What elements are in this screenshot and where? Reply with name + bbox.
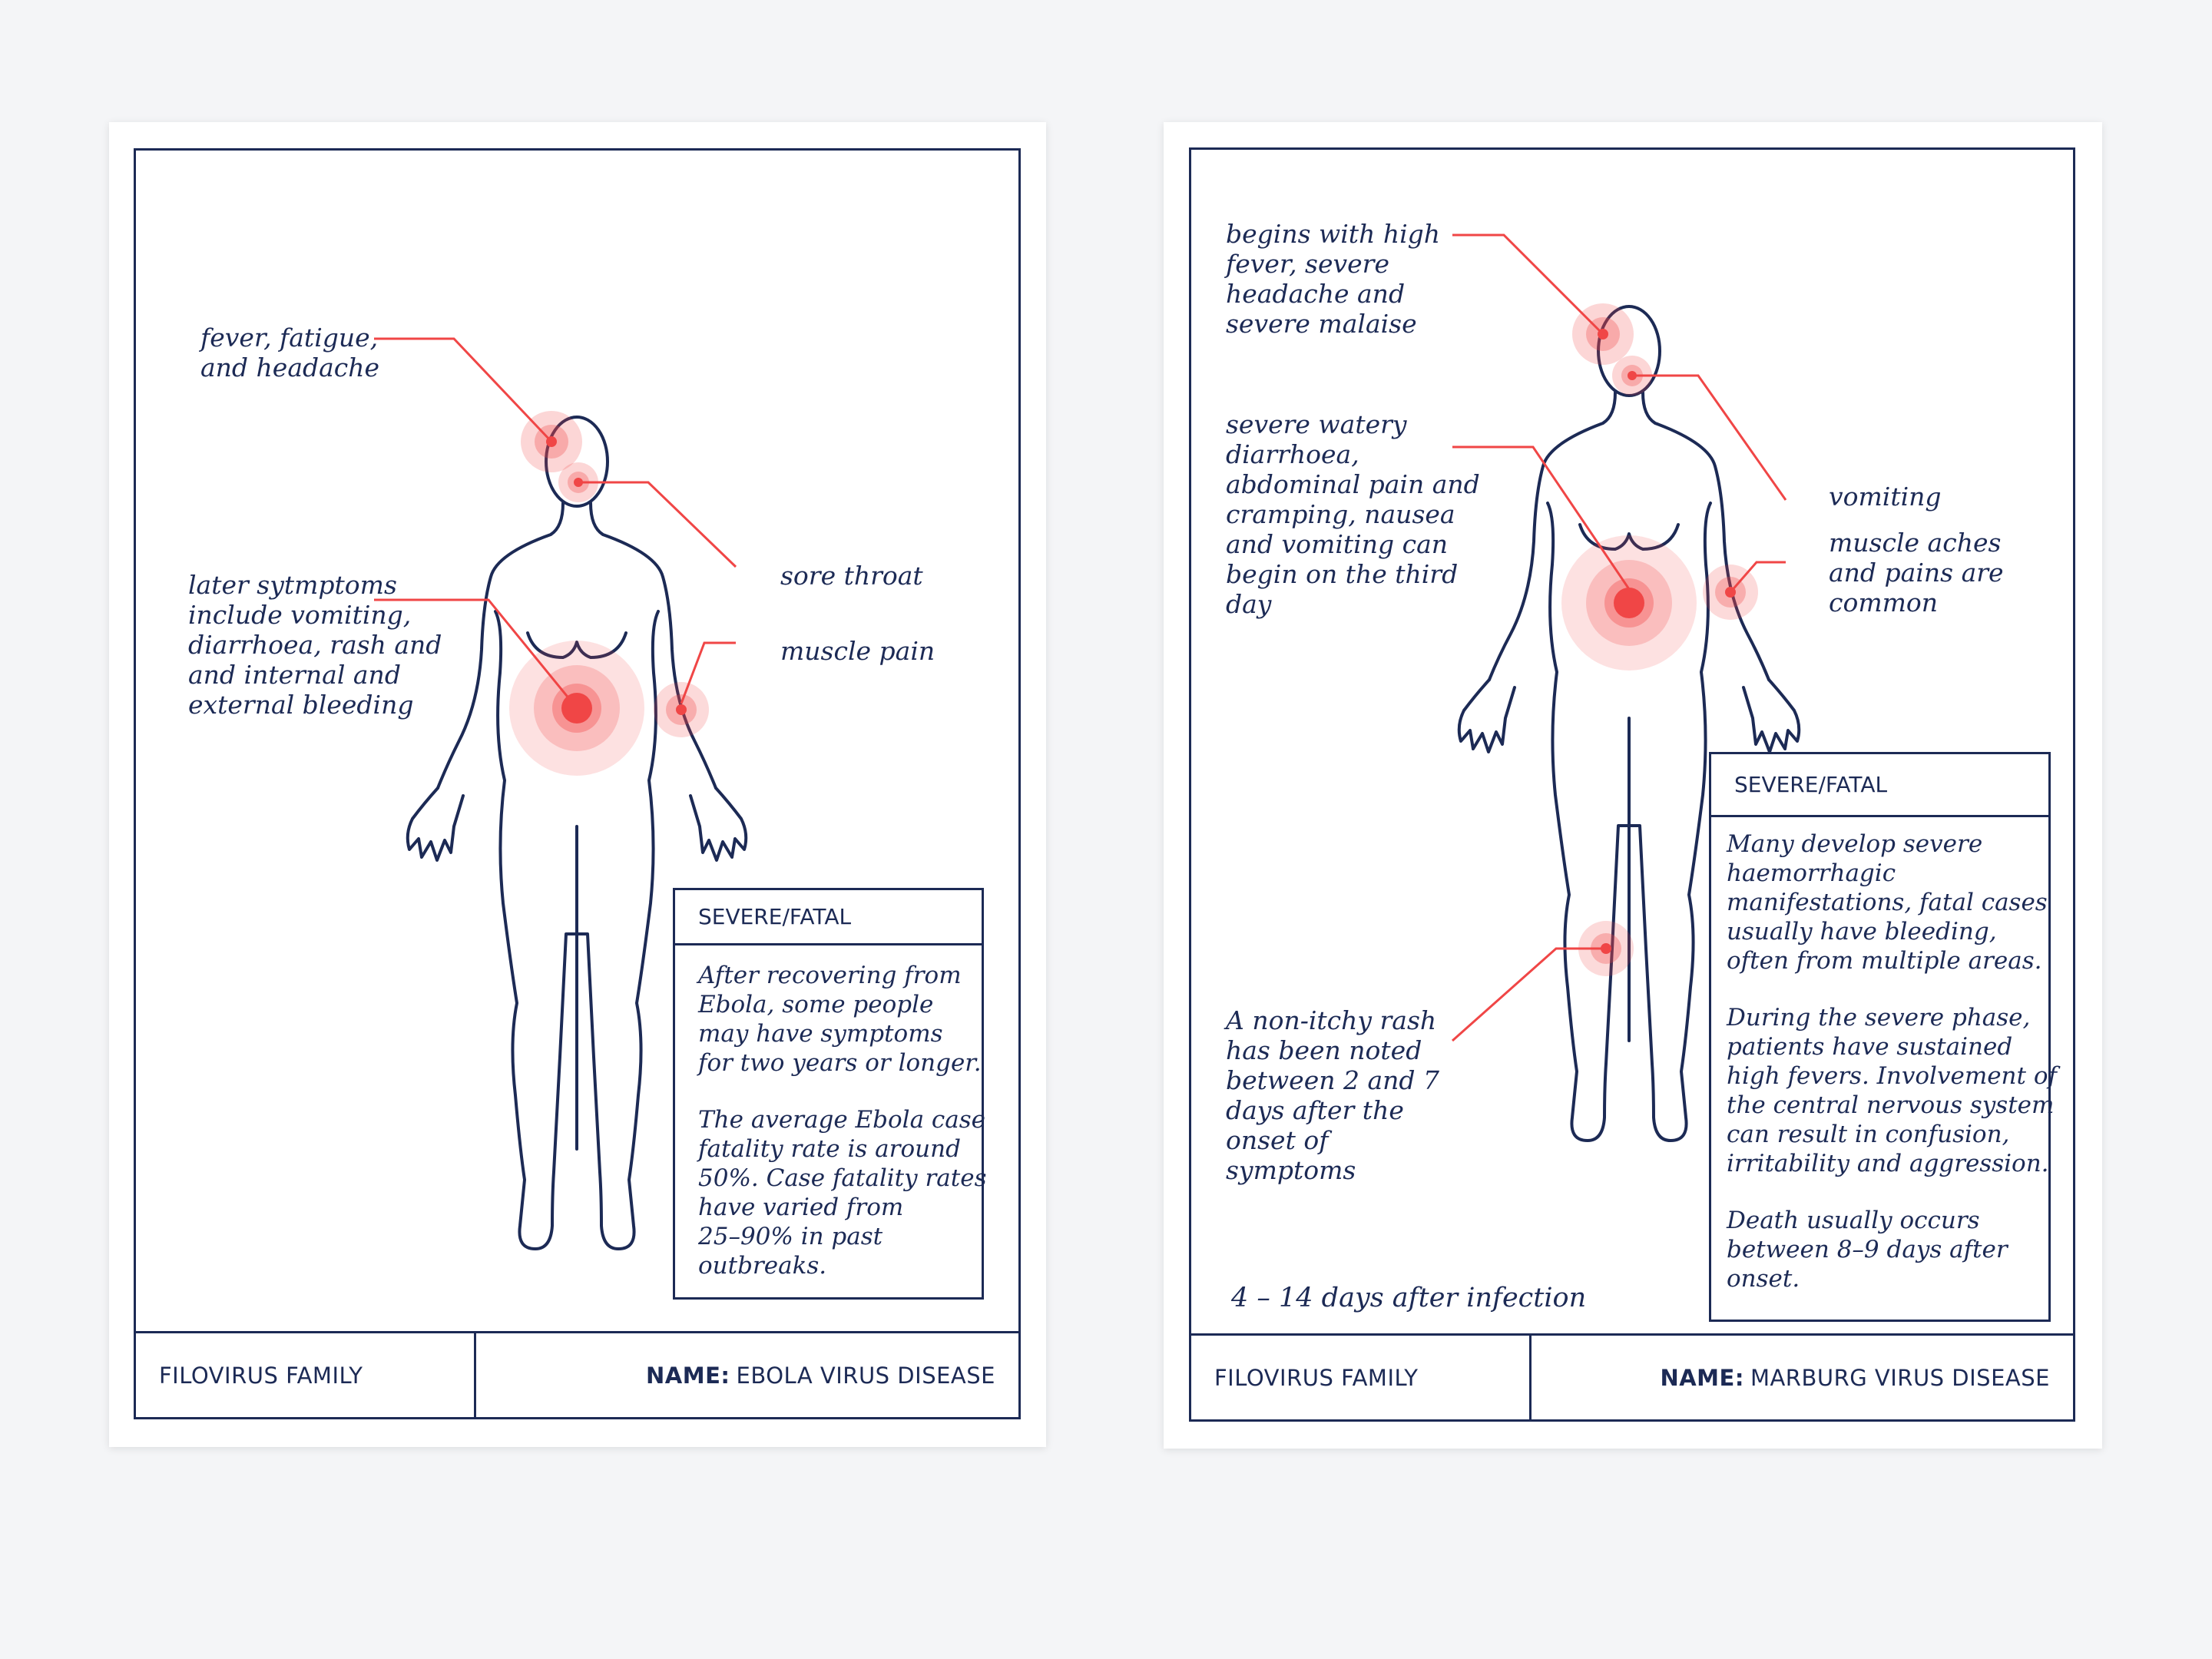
marburg-body-diagram [1452, 233, 1801, 1142]
muscle-pain-label: muscle pain [780, 636, 935, 666]
severe-fatal-paragraph-1: After recovering from Ebola, some people… [698, 962, 982, 1077]
marburg-card-frame: begins with high fever, severe headache … [1189, 147, 2075, 1422]
later-symptoms-label: later sytmptoms include vomiting, diarrh… [188, 570, 442, 720]
footer-divider [474, 1333, 476, 1417]
disease-name: NAME: EBOLA VIRUS DISEASE [646, 1333, 995, 1417]
throat-symptom-marker [1612, 356, 1652, 396]
sore-throat-label: sore throat [780, 561, 923, 591]
diarrhoea-pointer-line [1452, 445, 1631, 590]
virus-family-label: FILOVIRUS FAMILY [159, 1362, 363, 1389]
severe-fatal-box: SEVERE/FATAL Many develop severe haemorr… [1709, 752, 2057, 1322]
severe-fatal-paragraph-1: Many develop severe haemorrhagic manifes… [1727, 830, 2048, 975]
sore-throat-pointer-line [578, 481, 737, 568]
muscle-pointer-line [680, 641, 736, 704]
rash-label: A non-itchy rash has been noted between … [1226, 1005, 1439, 1185]
fever-label: begins with high fever, severe headache … [1226, 219, 1441, 339]
ebola-card-frame: fever, fatigue, and headache sore throat… [134, 148, 1021, 1419]
vomiting-pointer-line [1632, 374, 1787, 501]
throat-symptom-marker [558, 462, 598, 502]
muscle-pointer-line [1729, 561, 1786, 593]
severe-fatal-paragraph-2: The average Ebola case fatality rate is … [698, 1106, 987, 1280]
head-symptom-marker [521, 411, 582, 472]
ebola-body-diagram [374, 337, 748, 1250]
severe-fatal-heading: SEVERE/FATAL [675, 890, 982, 945]
head-symptom-marker [1572, 303, 1634, 365]
abdomen-symptom-marker [509, 641, 644, 776]
incubation-timing-label: 4 – 14 days after infection [1231, 1283, 1587, 1313]
rash-pointer-line [1452, 947, 1606, 1042]
arm-symptom-marker [1703, 565, 1758, 620]
marburg-card: begins with high fever, severe headache … [1164, 122, 2102, 1449]
virus-family-label: FILOVIRUS FAMILY [1214, 1364, 1419, 1391]
ebola-card: fever, fatigue, and headache sore throat… [109, 122, 1046, 1447]
disease-name-value: MARBURG VIRUS DISEASE [1750, 1364, 2050, 1391]
human-body-outline-icon [406, 416, 748, 1250]
card-footer: FILOVIRUS FAMILY NAME: EBOLA VIRUS DISEA… [136, 1331, 1018, 1417]
footer-divider [1529, 1336, 1532, 1419]
severe-fatal-heading: SEVERE/FATAL [1711, 754, 2048, 817]
disease-name-key: NAME: [646, 1362, 730, 1389]
severe-fatal-paragraph-2: During the severe phase, patients have s… [1727, 1004, 2057, 1177]
abdomen-symptom-marker [1561, 535, 1697, 671]
disease-name: NAME: MARBURG VIRUS DISEASE [1660, 1336, 2050, 1419]
disease-name-key: NAME: [1660, 1364, 1744, 1391]
diarrhoea-label: severe watery diarrhoea, abdominal pain … [1226, 409, 1480, 619]
muscle-aches-label: muscle aches and pains are common [1829, 528, 2004, 618]
card-footer: FILOVIRUS FAMILY NAME: MARBURG VIRUS DIS… [1191, 1333, 2073, 1419]
severe-fatal-paragraph-3: Death usually occurs between 8–9 days af… [1727, 1207, 2008, 1293]
fever-label: fever, fatigue, and headache [200, 323, 380, 382]
later-symptoms-pointer-line [374, 598, 578, 709]
disease-name-value: EBOLA VIRUS DISEASE [736, 1362, 995, 1389]
severe-fatal-box: SEVERE/FATAL After recovering from Ebola… [673, 888, 987, 1300]
arm-symptom-marker [654, 682, 709, 737]
vomiting-label: vomiting [1829, 482, 1942, 512]
leg-symptom-marker [1578, 921, 1634, 976]
fever-pointer-line [374, 337, 553, 443]
fever-pointer-line [1452, 233, 1604, 336]
